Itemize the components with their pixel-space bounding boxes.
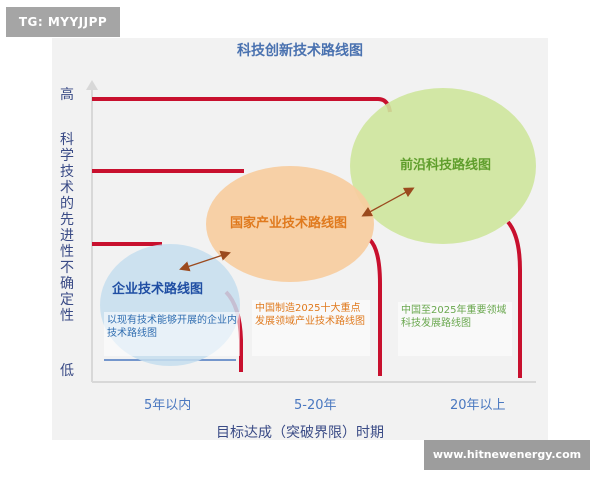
y-axis-label: 科学技术的先进性不确定性 [60, 132, 74, 324]
diagram-title: 科技创新技术路线图 [237, 43, 363, 59]
national-roadmap-circle [206, 166, 374, 282]
enterprise-roadmap-description: 以现有技术能够开展的企业内技术路线图 [104, 312, 240, 356]
x-axis-tick-long-term: 20年以上 [450, 398, 506, 413]
arrow-national-frontier [361, 187, 415, 217]
watermark: www.hitnewenergy.com [424, 440, 590, 470]
tag-badge: TG: MYYJJPP [6, 7, 120, 37]
boundary-curve-frontier [506, 220, 522, 378]
y-axis-high-label: 高 [60, 87, 74, 103]
x-axis-label: 目标达成（突破界限）时期 [216, 425, 384, 441]
boundary-curve-national [368, 238, 382, 376]
x-axis-tick-mid-term: 5-20年 [294, 398, 337, 413]
frontier-roadmap-circle [350, 88, 536, 244]
arrow-enterprise-national [179, 250, 231, 272]
y-axis-arrowhead [86, 80, 98, 90]
enterprise-roadmap-label: 企业技术路线图 [112, 282, 204, 297]
x-axis-tick-short-term: 5年以内 [144, 398, 192, 413]
y-axis-low-label: 低 [60, 363, 74, 379]
frontier-roadmap-label: 前沿科技路线图 [400, 158, 492, 173]
frontier-roadmap-description: 中国至2025年重要领域科技发展路线图 [398, 302, 512, 356]
national-roadmap-label: 国家产业技术路线图 [230, 216, 348, 231]
national-roadmap-description: 中国制造2025十大重点发展领域产业技术路线图 [252, 300, 370, 356]
